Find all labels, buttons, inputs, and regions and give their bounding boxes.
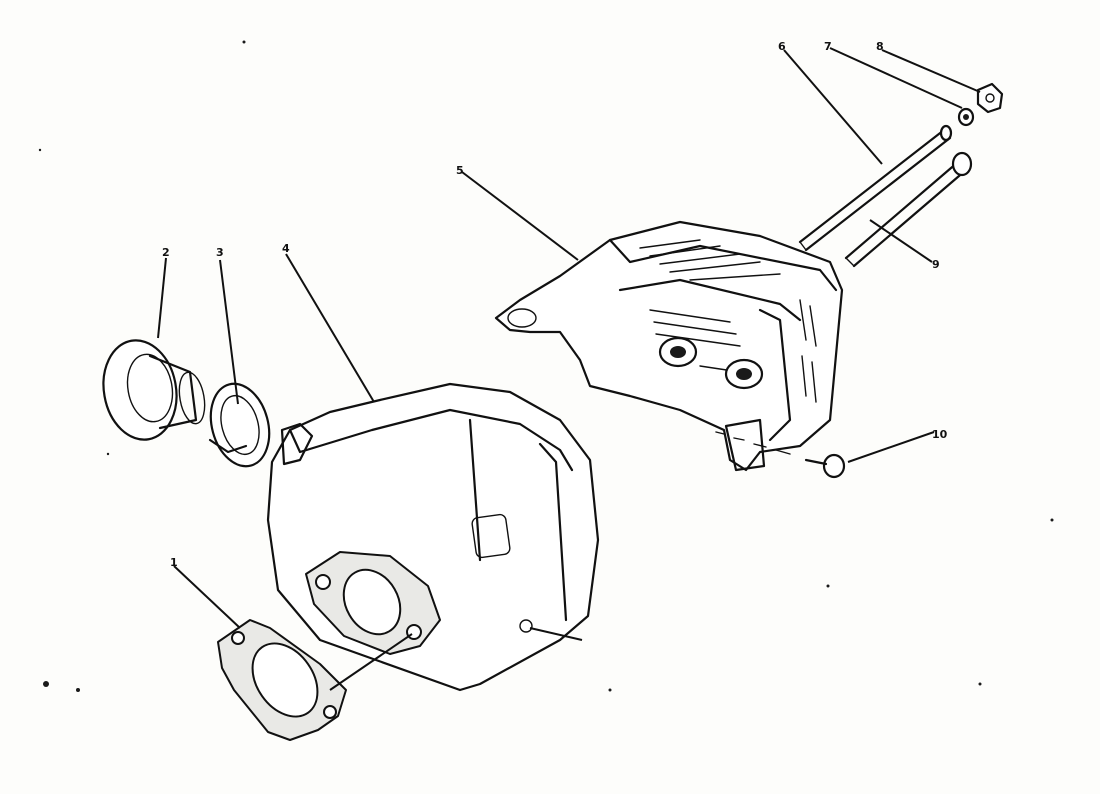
leader-lines [157,47,981,691]
callout-labels: 1 2 3 4 5 6 7 8 9 10 [162,40,948,569]
callout-4: 4 [282,242,290,255]
callout-10: 10 [932,428,948,441]
callout-7: 7 [824,40,832,53]
callout-9: 9 [932,258,940,271]
part-screw [715,431,846,479]
callout-1: 1 [170,556,178,569]
part-washer [957,107,975,127]
part-long-bolts [798,124,973,268]
callout-3: 3 [216,246,224,259]
part-heat-shield [494,220,844,472]
part-deflector [102,339,206,441]
callout-6: 6 [778,40,786,53]
callout-2: 2 [162,246,170,259]
part-nut [976,82,1004,114]
part-gasket [217,619,347,741]
part-muffler [266,382,600,692]
part-clamp-ring [208,382,271,468]
callout-8: 8 [876,40,884,53]
callout-5: 5 [456,164,464,177]
scan-speckles [38,40,1054,692]
